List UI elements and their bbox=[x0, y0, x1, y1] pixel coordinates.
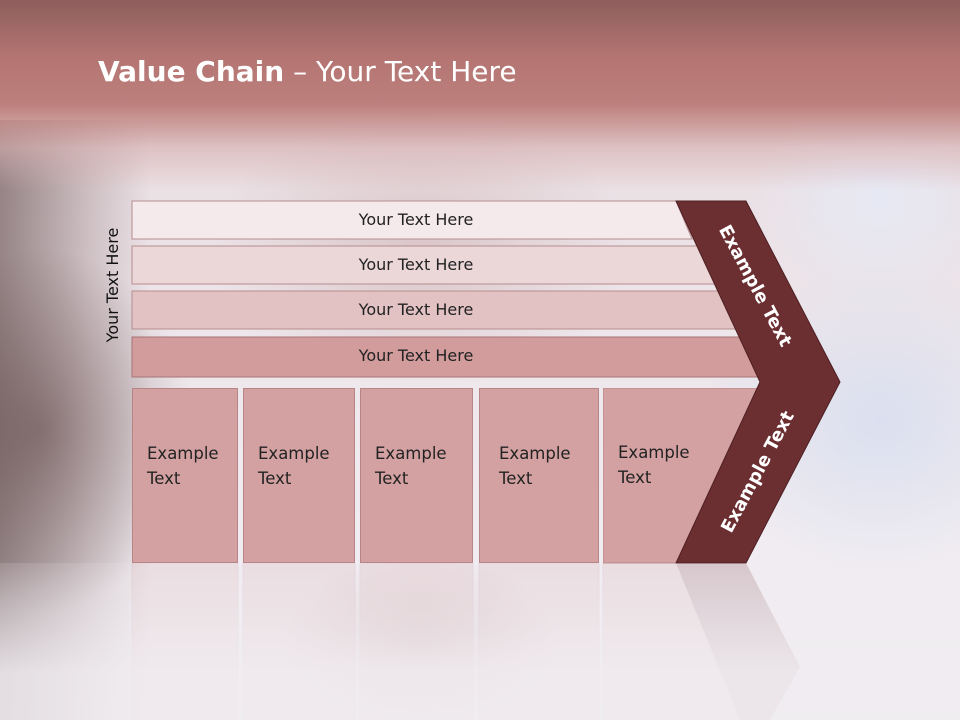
primary-box-2-line2: Text bbox=[258, 469, 292, 488]
margin-chevron-shape bbox=[675, 200, 841, 564]
primary-box-3-line1: Example bbox=[375, 444, 447, 463]
primary-box-5-label: Example Text bbox=[618, 440, 690, 490]
primary-box-1-label: Example Text bbox=[147, 441, 219, 491]
primary-box-5-line1: Example bbox=[618, 443, 690, 462]
title-bold: Value Chain bbox=[98, 55, 285, 88]
primary-box-2-label: Example Text bbox=[258, 441, 330, 491]
primary-box-1[interactable]: Example Text bbox=[132, 388, 238, 563]
primary-box-4[interactable]: Example Text bbox=[479, 388, 599, 563]
primary-box-5-line2: Text bbox=[618, 468, 652, 487]
support-row-4-label: Your Text Here bbox=[358, 346, 474, 365]
reflection-fade bbox=[0, 563, 960, 720]
support-row-2-label: Your Text Here bbox=[358, 255, 474, 274]
primary-box-3-label: Example Text bbox=[375, 441, 447, 491]
primary-box-2-line1: Example bbox=[258, 444, 330, 463]
support-row-1[interactable]: Your Text Here bbox=[131, 200, 693, 240]
primary-box-4-line1: Example bbox=[499, 444, 571, 463]
primary-box-1-line1: Example bbox=[147, 444, 219, 463]
slide-title[interactable]: Value Chain – Your Text Here bbox=[98, 55, 517, 88]
title-rest: – Your Text Here bbox=[284, 55, 517, 88]
support-row-3[interactable]: Your Text Here bbox=[131, 290, 740, 330]
primary-box-4-line2: Text bbox=[499, 469, 533, 488]
primary-box-1-line2: Text bbox=[147, 469, 181, 488]
support-row-1-shape bbox=[131, 200, 693, 240]
primary-box-4-label: Example Text bbox=[499, 441, 571, 491]
support-row-3-label: Your Text Here bbox=[358, 300, 474, 319]
header-band bbox=[0, 0, 960, 190]
primary-box-3-line2: Text bbox=[375, 469, 409, 488]
primary-box-2[interactable]: Example Text bbox=[243, 388, 355, 563]
support-row-1-label: Your Text Here bbox=[358, 210, 474, 229]
primary-box-3[interactable]: Example Text bbox=[360, 388, 473, 563]
